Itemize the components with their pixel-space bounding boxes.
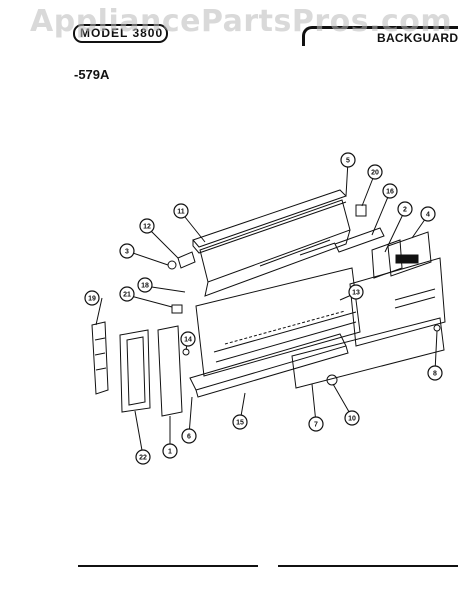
callout-10: 10 [344, 410, 360, 426]
part-knob-10 [326, 374, 338, 386]
callout-label: 18 [141, 283, 149, 290]
callout-circle [420, 206, 436, 222]
callout-5: 5 [340, 152, 356, 168]
callout-circle [84, 290, 100, 306]
callout-12: 12 [139, 218, 155, 234]
callout-label: 7 [314, 422, 318, 429]
callout-circle [340, 152, 356, 168]
footer-rule-right [278, 565, 458, 567]
callout-label: 1 [168, 449, 172, 456]
part-socket-12 [177, 251, 196, 269]
callout-11: 11 [173, 203, 189, 219]
callout-circle [162, 443, 178, 459]
callout-circle [367, 164, 383, 180]
callout-14: 14 [180, 331, 196, 347]
callout-circle [180, 331, 196, 347]
callout-7: 7 [308, 416, 324, 432]
part-front-glass [291, 317, 445, 389]
callout-circle [119, 286, 135, 302]
callout-label: 4 [426, 212, 430, 219]
watermark: AppliancePartsPros.com [30, 4, 453, 39]
callout-15: 15 [232, 414, 248, 430]
part-top-trim-lip [192, 201, 347, 254]
part-lamp-3 [167, 260, 177, 270]
callout-label: 3 [125, 249, 129, 256]
callout-label: 11 [177, 209, 185, 216]
callout-label: 12 [143, 224, 151, 231]
callout-2: 2 [397, 201, 413, 217]
part-right-overlay [349, 257, 446, 347]
part-screw-8 [433, 324, 441, 332]
callout-16: 16 [382, 183, 398, 199]
callout-circle [135, 449, 151, 465]
callout-label: 15 [236, 420, 244, 427]
model-box [73, 24, 168, 43]
callout-label: 10 [348, 416, 356, 423]
part-clip-21 [171, 304, 183, 314]
callout-label: 21 [123, 292, 131, 299]
callout-circle [139, 218, 155, 234]
callout-label: 22 [139, 455, 147, 462]
model-label: MODEL 3800 [80, 26, 164, 40]
section-box [302, 26, 458, 46]
part-switch-20 [355, 204, 367, 217]
callout-label: 20 [371, 170, 379, 177]
callout-circle [137, 277, 153, 293]
callout-circle [232, 414, 248, 430]
callout-label: 14 [184, 337, 192, 344]
part-harness [91, 321, 109, 395]
callout-circle [427, 365, 443, 381]
callout-8: 8 [427, 365, 443, 381]
callout-label: 16 [386, 189, 394, 196]
callout-label: 5 [346, 158, 350, 165]
callout-4: 4 [420, 206, 436, 222]
callout-circle [181, 428, 197, 444]
callout-1: 1 [162, 443, 178, 459]
callout-circle [344, 410, 360, 426]
callout-label: 2 [403, 207, 407, 214]
callout-22: 22 [135, 449, 151, 465]
part-control-panel [195, 267, 361, 377]
callout-3: 3 [119, 243, 135, 259]
part-bracket-16 [334, 227, 385, 253]
section-label: BACKGUARD [377, 31, 458, 45]
callout-circle [173, 203, 189, 219]
callout-circle [397, 201, 413, 217]
part-side-bracket [157, 325, 183, 417]
part-top-trim [192, 189, 347, 248]
callout-21: 21 [119, 286, 135, 302]
callout-label: 13 [352, 290, 360, 297]
footer-rule-left [78, 565, 258, 567]
callout-label: 6 [187, 434, 191, 441]
callout-circle [119, 243, 135, 259]
callout-label: 8 [433, 371, 437, 378]
part-clock [387, 231, 432, 277]
callout-circle [308, 416, 324, 432]
callout-6: 6 [181, 428, 197, 444]
callout-19: 19 [84, 290, 100, 306]
callout-circle [382, 183, 398, 199]
part-clock-housing [371, 239, 403, 279]
callout-13: 13 [348, 284, 364, 300]
callout-circle [348, 284, 364, 300]
part-number: -579A [74, 67, 110, 82]
part-end-cap [119, 329, 151, 413]
callout-18: 18 [137, 277, 153, 293]
callout-label: 19 [88, 296, 96, 303]
callout-20: 20 [367, 164, 383, 180]
